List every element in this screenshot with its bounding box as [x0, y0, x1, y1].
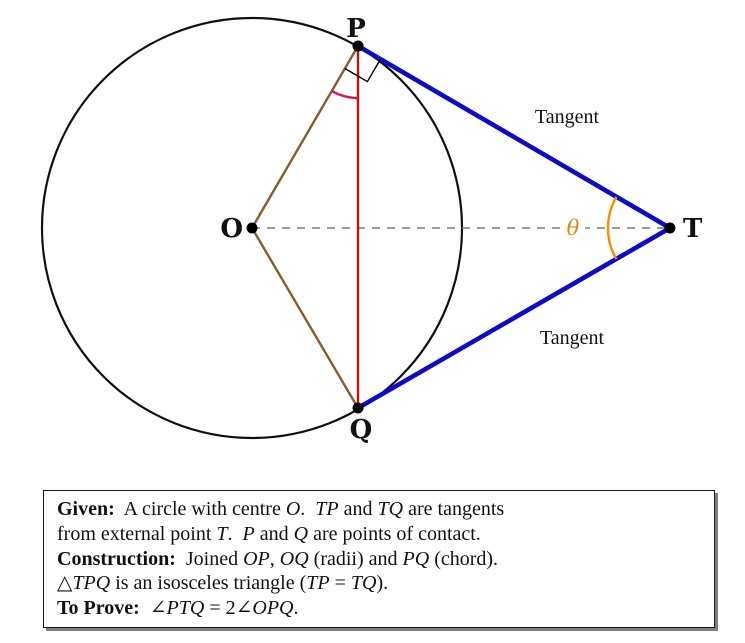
text-run: T — [216, 522, 228, 545]
angle-arc-PTQ — [606, 196, 618, 260]
text-run: , — [269, 547, 280, 570]
text-run: ). — [376, 572, 389, 595]
tangent-QT — [355, 225, 673, 411]
theta-label: θ — [567, 216, 580, 240]
text-run: = 2∠ — [204, 597, 253, 620]
given-line-2: from external point T. P and Q are point… — [57, 522, 702, 547]
text-run: OPQ — [252, 597, 294, 620]
proof-info-box: Given: A circle with centre O. TP and TQ… — [43, 490, 715, 628]
text-run: A circle with centre — [114, 498, 286, 520]
tangent-PT — [355, 43, 673, 231]
text-run: . — [300, 498, 316, 520]
point-label-T: T — [683, 214, 703, 244]
text-run: To Prove: — [57, 597, 140, 620]
text-run: OP — [243, 547, 270, 570]
point-dot-Q — [352, 402, 364, 414]
text-run: ∠ — [139, 597, 167, 620]
text-run: Joined — [175, 547, 244, 570]
radius-OQ — [250, 227, 360, 409]
right-angle-marker — [344, 58, 382, 83]
radius-OP — [250, 45, 360, 229]
text-run: Given: — [57, 498, 115, 520]
construction-line-2: △TPQ is an isosceles triangle (TP = TQ). — [57, 571, 702, 596]
given-line-1: Given: A circle with centre O. TP and TQ… — [57, 497, 702, 522]
text-run: . — [293, 597, 299, 620]
angle-arc-OPQ — [331, 89, 358, 100]
text-run: TQ — [350, 572, 377, 595]
text-run: and — [254, 522, 294, 545]
text-run: = — [329, 572, 351, 595]
to-prove-line: To Prove: ∠PTQ = 2∠OPQ. — [57, 596, 702, 621]
text-run: Construction: — [57, 547, 176, 570]
text-run: is an isosceles triangle ( — [110, 572, 307, 595]
theta-label-bg — [561, 214, 585, 240]
point-dot-P — [352, 40, 364, 52]
text-run: (radii) and — [308, 547, 403, 570]
text-run: are points of contact. — [308, 522, 481, 545]
text-run: PTQ — [166, 597, 205, 620]
text-run: from external point — [57, 522, 217, 545]
text-run: (chord). — [429, 547, 499, 570]
text-run: O — [285, 498, 301, 520]
point-dot-T — [664, 222, 676, 234]
text-run: TP — [306, 572, 330, 595]
text-run: PQ — [402, 547, 430, 570]
text-run: OQ — [279, 547, 309, 570]
point-dot-O — [246, 222, 258, 234]
construction-line-1: Construction: Joined OP, OQ (radii) and … — [57, 547, 702, 572]
point-label-Q: Q — [350, 415, 373, 445]
text-run: P — [242, 522, 255, 545]
tangent-label-bottom: Tangent — [540, 327, 605, 349]
text-run: TPQ — [72, 572, 111, 595]
text-run: TQ — [377, 498, 404, 520]
point-label-O: O — [220, 214, 243, 244]
text-run: Q — [293, 522, 309, 545]
text-run: TP — [315, 498, 339, 520]
tangent-label-top: Tangent — [535, 106, 600, 128]
text-run: are tangents — [403, 498, 505, 520]
point-label-P: P — [346, 14, 366, 44]
text-run: . — [227, 522, 243, 545]
text-run: and — [338, 498, 378, 520]
text-run: △ — [57, 572, 73, 595]
